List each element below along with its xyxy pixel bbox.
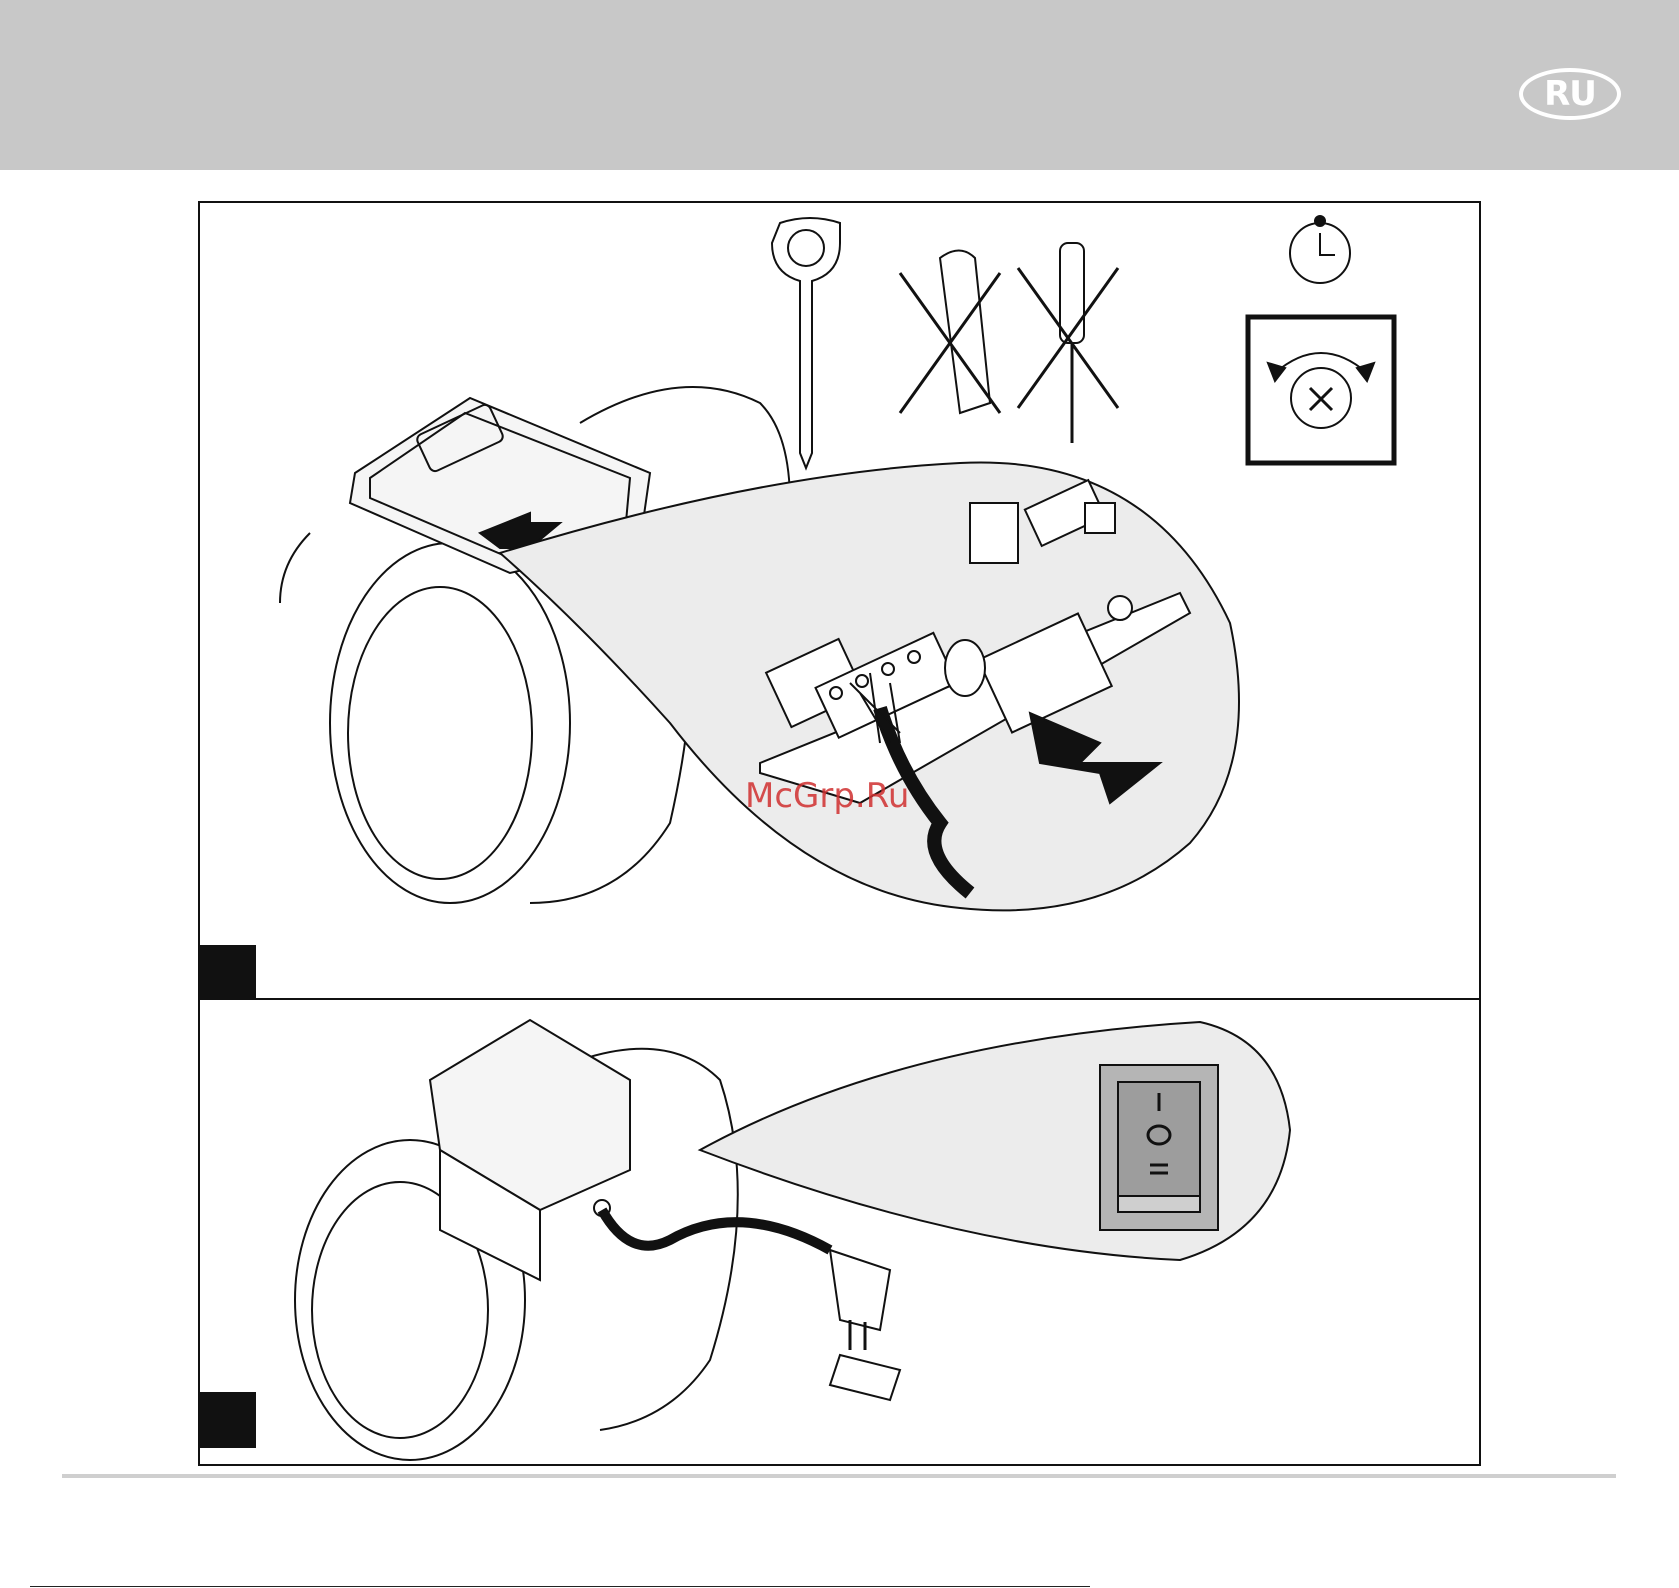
installation-illustration xyxy=(200,203,1481,1001)
utility-knife-crossed xyxy=(900,251,1000,414)
capacitor-small xyxy=(945,640,985,696)
rotate-screw-box xyxy=(1248,317,1394,463)
connector xyxy=(830,1355,900,1400)
panel-power-connection xyxy=(198,998,1481,1466)
power-connection-illustration xyxy=(200,1000,1481,1466)
watermark: McGrp.Ru xyxy=(745,776,909,816)
plug xyxy=(830,1250,890,1330)
step-number-box xyxy=(200,945,256,1001)
push-button xyxy=(1108,596,1132,620)
screwdriver-crossed xyxy=(1018,243,1118,443)
power-cable-2 xyxy=(602,1210,830,1250)
step-number-box-2 xyxy=(200,1392,256,1448)
key-tool xyxy=(772,218,840,468)
page-bottom-rule xyxy=(30,1586,1090,1587)
panel-installation xyxy=(198,201,1481,1001)
header-band: RU xyxy=(0,0,1679,170)
jumper-pins xyxy=(1085,503,1115,533)
footer-divider xyxy=(62,1474,1616,1478)
fan-inlet-ring xyxy=(330,543,570,903)
alarm-clock-icon xyxy=(1290,216,1350,283)
pcb-component xyxy=(970,503,1018,563)
language-badge: RU xyxy=(1519,68,1621,120)
